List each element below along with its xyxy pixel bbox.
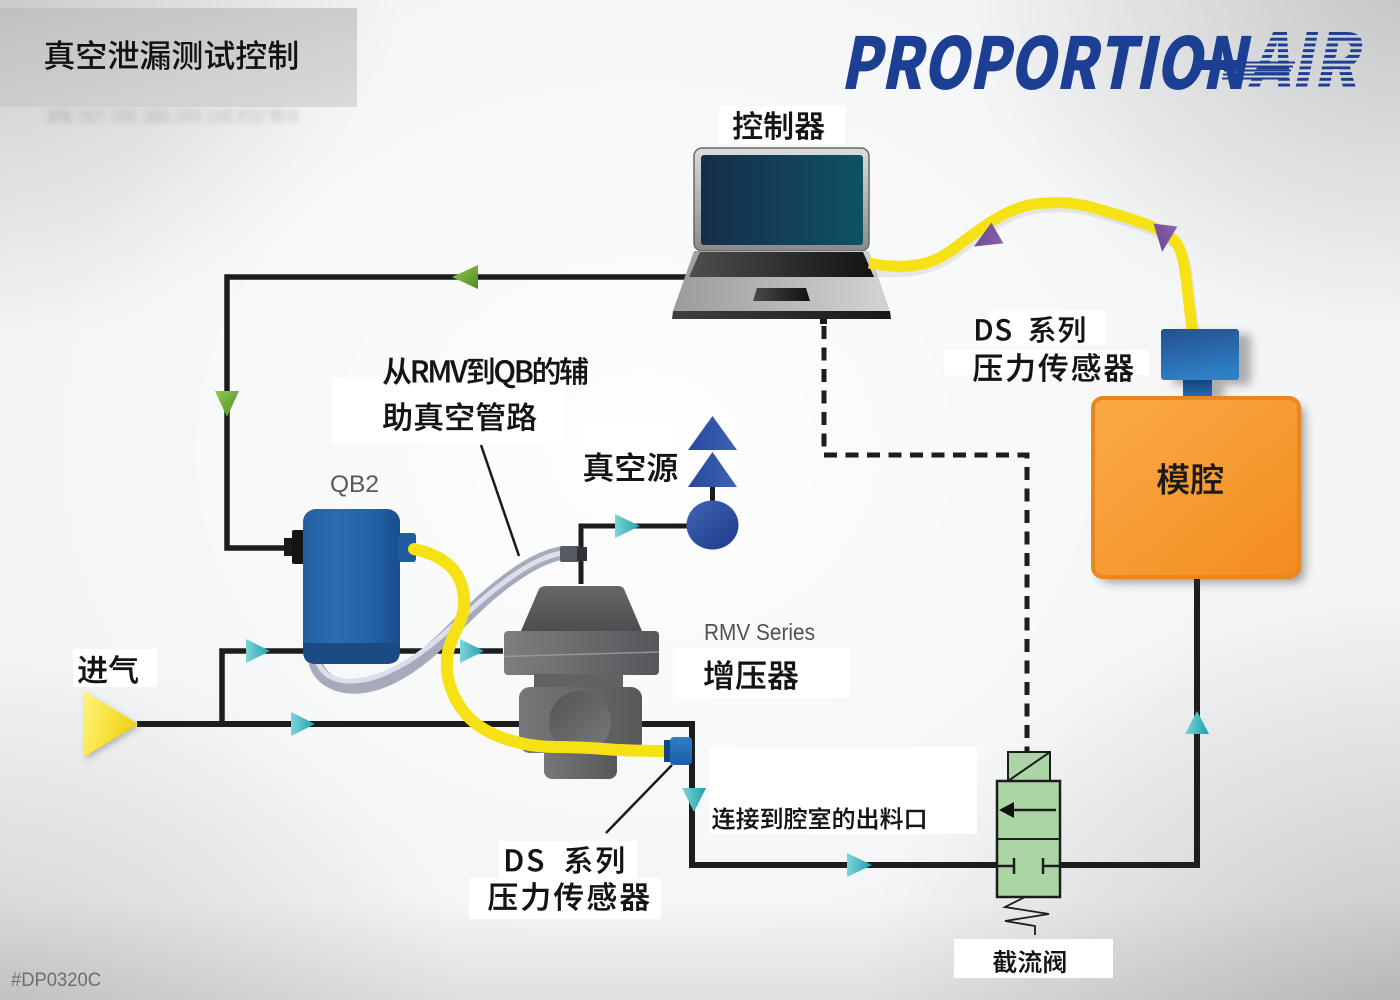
svg-text:#DP0320C: #DP0320C <box>11 969 101 991</box>
svg-text:RMV Series: RMV Series <box>704 619 815 645</box>
svg-text:QB2: QB2 <box>330 471 379 498</box>
